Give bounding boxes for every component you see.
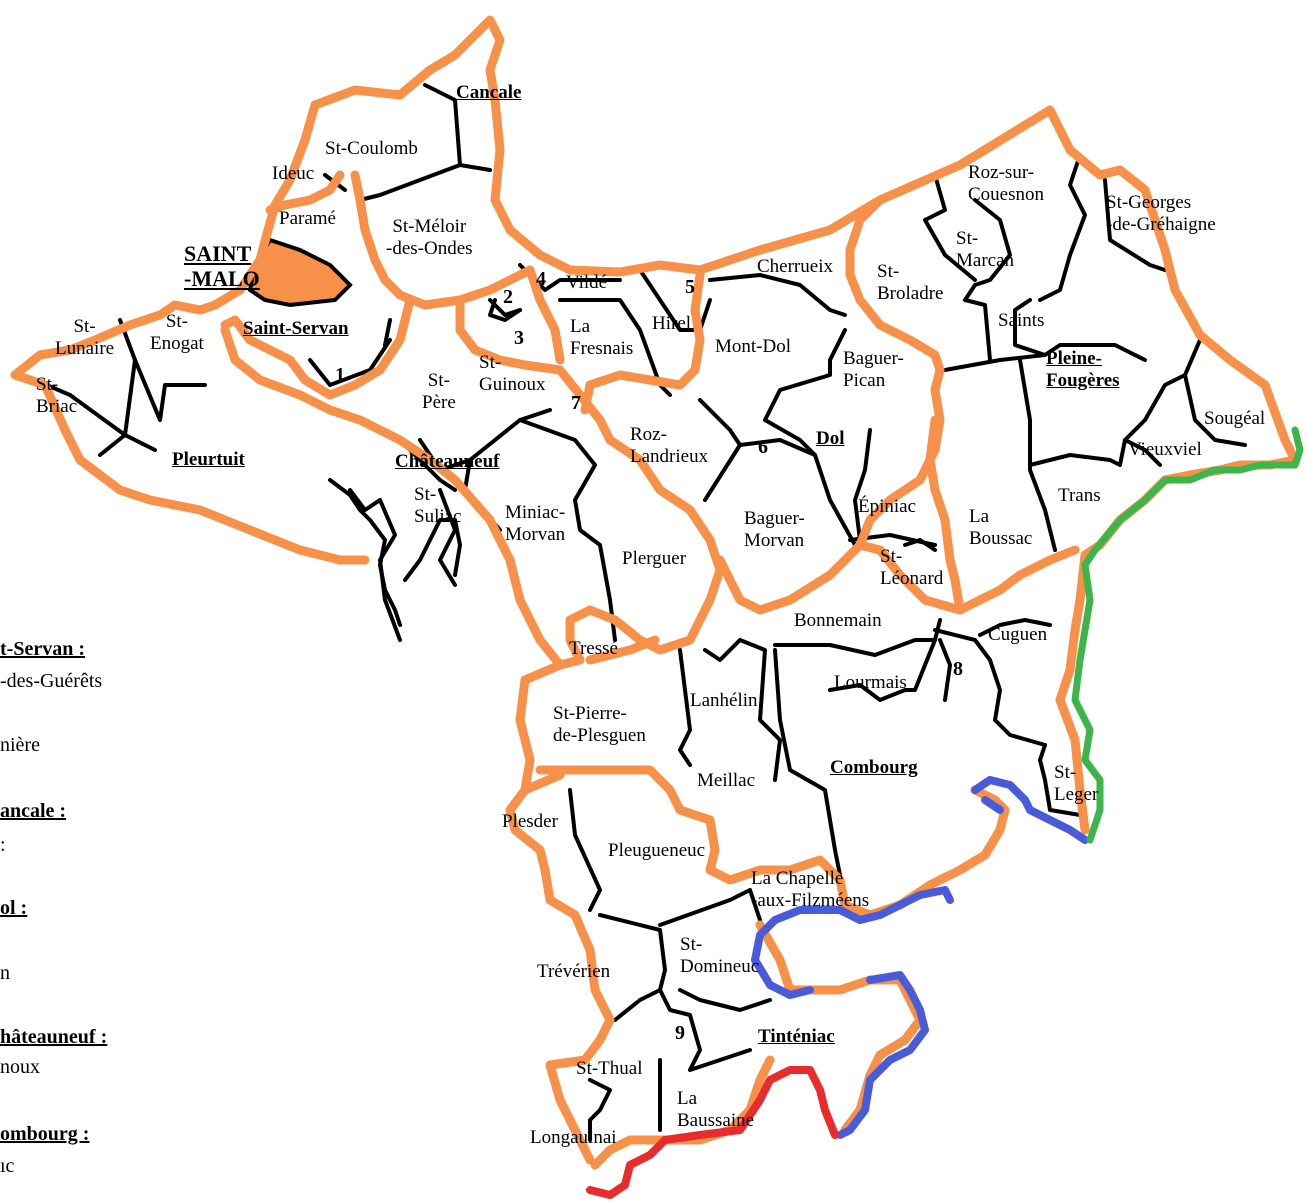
label-st-leonard: St- Léonard <box>880 546 944 589</box>
label-st-guinoux: St- Guinoux <box>479 352 546 395</box>
label-saint-malo: SAINT -MALO <box>184 241 260 292</box>
label-la-chapelle: La Chapelle -aux-Filzméens <box>751 868 870 911</box>
label-st-marcan: St- Marcan <box>956 228 1015 271</box>
label-st-pierre: St-Pierre- de-Plesguen <box>553 703 646 746</box>
label-baguer-pican: Baguer- Pican <box>843 348 904 391</box>
label-saints: Saints <box>998 310 1045 331</box>
legend-line: : <box>0 834 6 856</box>
label-hirel: Hirel <box>652 313 692 334</box>
label-st-suliac: St- Suliac <box>414 484 462 527</box>
marker-9: 9 <box>675 1022 685 1044</box>
label-meillac: Meillac <box>697 770 756 791</box>
label-st-domineuc: St- Domineuc <box>680 934 760 977</box>
marker-7: 7 <box>571 392 581 414</box>
label-plerguer: Plerguer <box>622 548 687 569</box>
label-st-coulomb: St-Coulomb <box>325 138 418 159</box>
label-vieuxviel: Vieuxviel <box>1128 439 1202 460</box>
green-boundary <box>1071 426 1304 844</box>
label-st-meloir: St-Méloir -des-Ondes <box>386 216 473 259</box>
label-st-thual: St-Thual <box>576 1058 643 1079</box>
label-st-briac: St- Briac <box>36 374 78 417</box>
label-pleugueneuc: Pleugueneuc <box>608 840 706 861</box>
label-roz-landrieux: Roz- Landrieux <box>630 424 709 467</box>
marker-8: 8 <box>953 658 963 680</box>
label-roz-sur-couesnon: Roz-sur- Couesnon <box>968 162 1044 205</box>
label-parame: Paramé <box>279 208 336 229</box>
label-longaulnai: Longaulnai <box>530 1127 617 1148</box>
label-lourmais: Lourmais <box>834 672 907 693</box>
legend-line: noux <box>0 1056 40 1078</box>
marker-3: 3 <box>514 327 524 349</box>
label-combourg: Combourg <box>830 757 918 778</box>
label-vilde: Vildé <box>566 272 608 293</box>
label-sougeal: Sougéal <box>1204 408 1266 429</box>
label-pleurtuit: Pleurtuit <box>172 449 245 470</box>
label-st-broladre: St- Broladre <box>877 261 944 304</box>
label-treverien: Trévérien <box>537 961 611 982</box>
label-miniac-morvan: Miniac- Morvan <box>505 502 566 545</box>
label-tresse: Tressé <box>569 638 618 659</box>
legend-cancale-heading: ancale : <box>0 800 67 822</box>
blue-boundaries <box>751 776 1089 1139</box>
legend-dol-heading: ol : <box>0 897 28 919</box>
label-cancale: Cancale <box>456 82 522 103</box>
label-lanhelin: Lanhélin <box>690 690 758 711</box>
label-baguer-morvan: Baguer- Morvan <box>744 508 805 551</box>
label-la-boussac: La Boussac <box>969 506 1033 549</box>
label-ideuc: Ideuc <box>272 163 315 184</box>
label-mont-dol: Mont-Dol <box>715 336 791 357</box>
label-st-georges: St-Georges -de-Gréhaigne <box>1106 192 1216 235</box>
label-dol: Dol <box>816 428 845 449</box>
red-boundary <box>586 1066 839 1199</box>
marker-6: 6 <box>758 436 768 458</box>
label-epiniac: Épiniac <box>858 496 917 517</box>
commune-boundaries <box>33 83 1247 1142</box>
label-chateauneuf: Châteauneuf <box>395 451 500 472</box>
marker-5: 5 <box>685 276 695 298</box>
label-la-baussaine: La Baussaine <box>677 1088 755 1131</box>
label-pleine-fougeres: Pleine- Fougères <box>1046 348 1120 391</box>
legend-chateauneuf-heading: hâteauneuf : <box>0 1026 108 1048</box>
label-st-leger: St- Leger <box>1054 762 1099 805</box>
marker-2: 2 <box>503 286 513 308</box>
label-trans: Trans <box>1058 485 1101 506</box>
legend-line: n <box>0 962 10 984</box>
label-la-fresnais: La Fresnais <box>570 316 634 359</box>
label-tinteniac: Tinténiac <box>758 1026 835 1047</box>
label-st-lunaire: St- Lunaire <box>55 316 115 359</box>
label-cuguen: Cuguen <box>988 624 1048 645</box>
label-saint-servan: Saint-Servan <box>243 318 349 339</box>
legend-saint-servan-heading: t-Servan : <box>0 638 85 660</box>
legend-combourg-heading: ombourg : <box>0 1123 90 1145</box>
label-st-pere: St- Père <box>422 370 456 413</box>
label-st-enogat: St- Enogat <box>150 311 204 354</box>
label-plesder: Plesder <box>502 811 558 832</box>
label-bonnemain: Bonnemain <box>794 610 882 631</box>
label-cherrueix: Cherrueix <box>757 256 833 277</box>
marker-4: 4 <box>536 268 546 290</box>
marker-1: 1 <box>335 364 345 386</box>
legend-line: ıc <box>0 1155 15 1177</box>
legend-line: -des-Guérêts <box>0 670 103 692</box>
legend-line: nière <box>0 734 40 756</box>
